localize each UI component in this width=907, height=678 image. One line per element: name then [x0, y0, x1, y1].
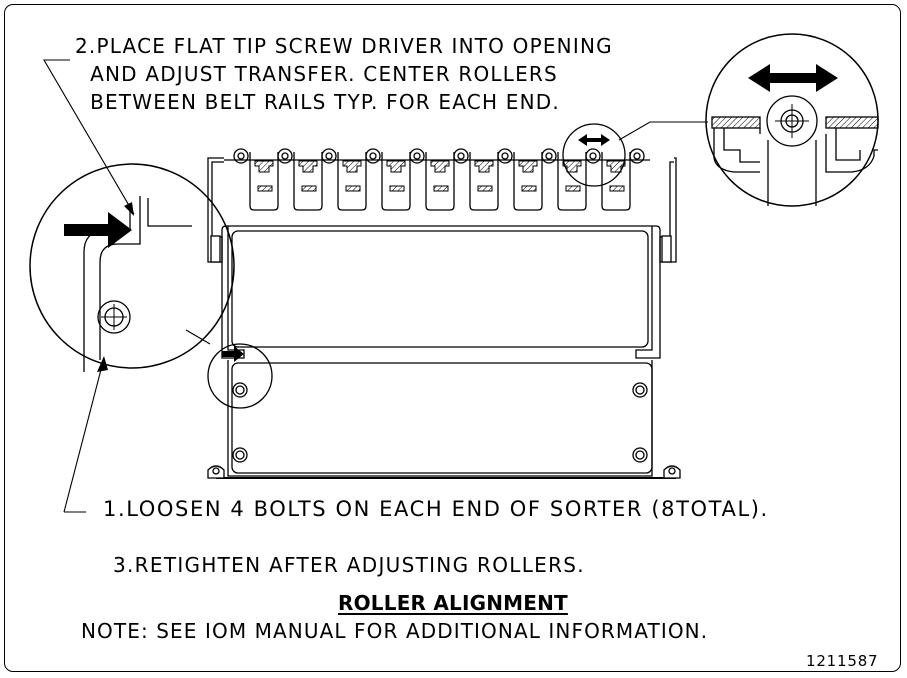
bolt-icon [632, 382, 648, 398]
drawing-number: 1211587 [806, 652, 879, 670]
bolt-icon [97, 300, 131, 334]
arrow-right-icon [222, 346, 244, 362]
detail-view-roller [705, 33, 879, 207]
bolt-icon [232, 382, 248, 398]
drawing-note: NOTE: SEE IOM MANUAL FOR ADDITIONAL INFO… [81, 619, 709, 643]
transfer-rollers [224, 148, 650, 211]
bolt-icon [232, 447, 248, 463]
housing-bolts [232, 382, 648, 463]
instruction-step-1: 1.LOOSEN 4 BOLTS ON EACH END OF SORTER (… [103, 497, 769, 521]
arrows [64, 64, 838, 372]
arrow-right-icon [64, 212, 132, 248]
sorter-feet [207, 465, 681, 479]
upper-housing [221, 225, 661, 359]
detail-view-opening [29, 163, 235, 372]
leader-arrow-icon [124, 202, 134, 216]
leader-lines [43, 59, 708, 513]
instruction-step-2: 2.PLACE FLAT TIP SCREW DRIVER INTO OPENI… [75, 34, 613, 114]
drawing-title: ROLLER ALIGNMENT [338, 591, 568, 615]
detail-circle-opening [207, 343, 273, 409]
detail-circle-roller [562, 123, 626, 187]
lower-housing [216, 360, 676, 479]
leader-arrow-icon [97, 356, 108, 372]
instruction-step-3: 3.RETIGHTEN AFTER ADJUSTING ROLLERS. [113, 553, 585, 577]
double-arrow-icon [578, 134, 610, 146]
double-arrow-icon [748, 64, 838, 92]
bolt-icon [632, 447, 648, 463]
drawing-frame [4, 4, 901, 672]
